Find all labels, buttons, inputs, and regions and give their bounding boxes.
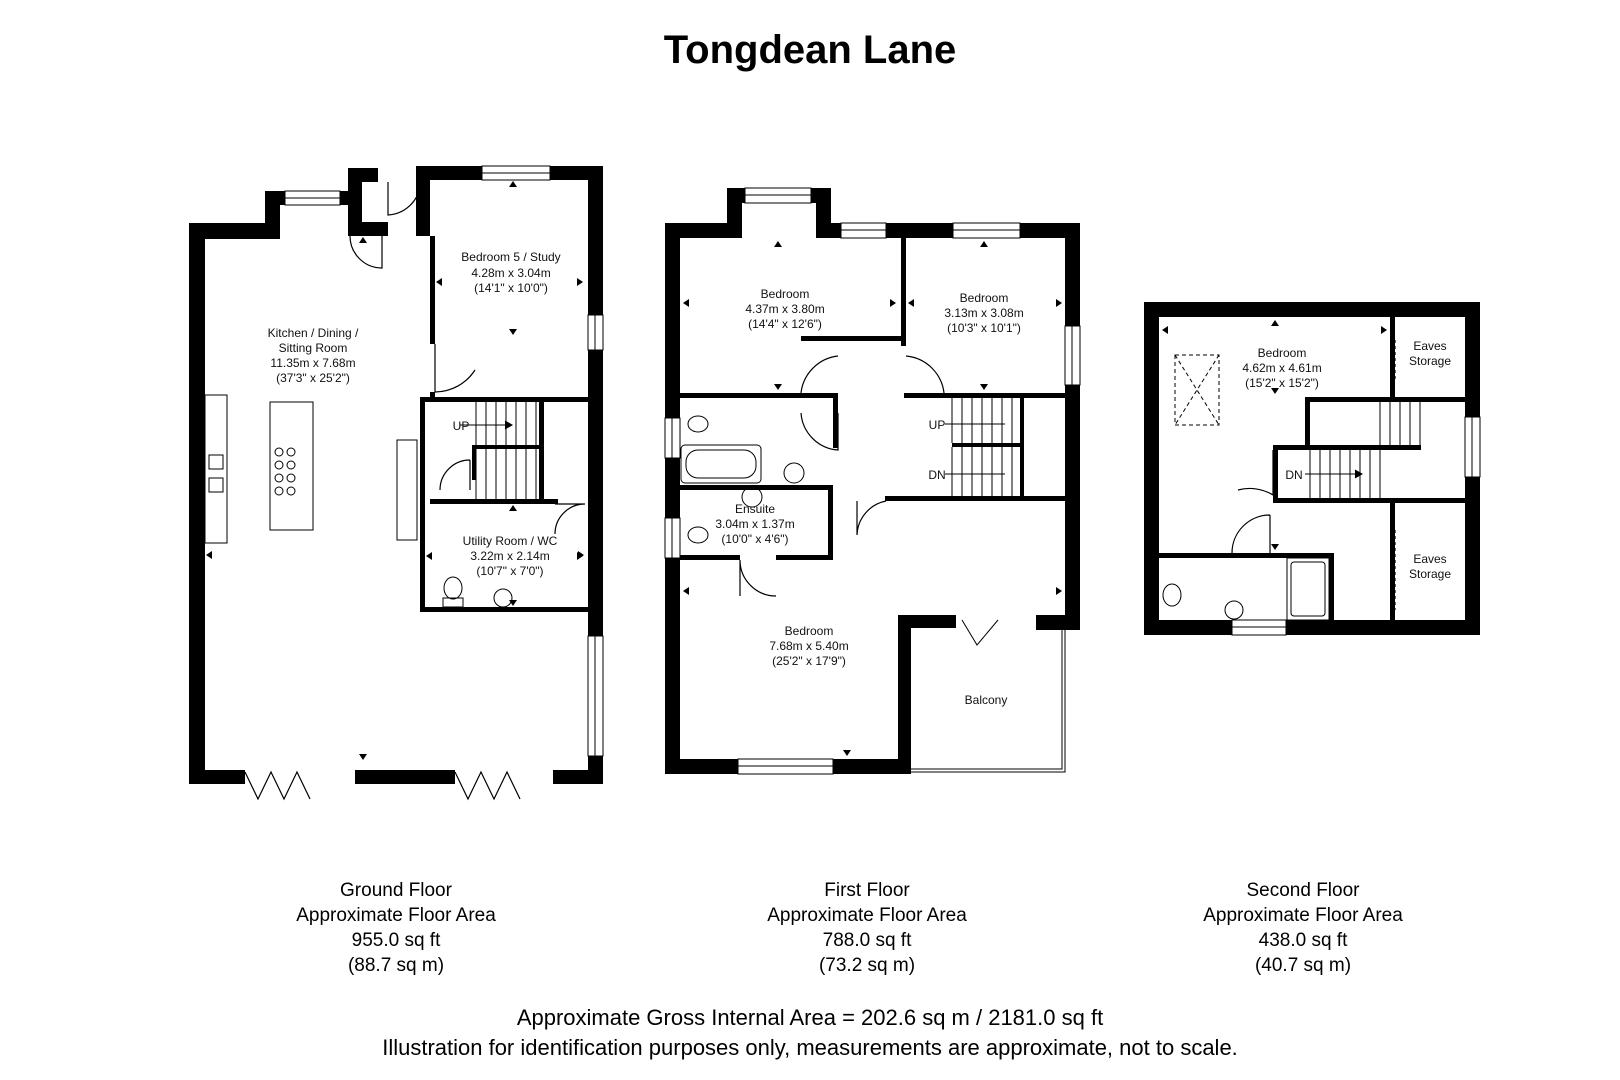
room-label-line: (25'2" x 17'9") [772,654,846,668]
second-floor-interior-walls [1159,317,1465,620]
room-label-line: Bedroom 5 / Study [461,250,560,264]
second-floor-dimension-markers [1162,320,1387,550]
floor-area-label: Approximate Floor Area [1203,905,1403,926]
ground-floor-caption: Ground Floor Approximate Floor Area 955.… [236,878,556,978]
room-label-line: Ensuite [735,502,775,516]
floor-area-label: Approximate Floor Area [296,905,496,926]
stair-label-up: UP [929,418,946,432]
floor-name: Ground Floor [340,880,452,901]
ground-floor-walls [189,166,603,784]
floor-area-sqm: (88.7 sq m) [347,955,445,976]
balcony-outline [911,619,1066,773]
ground-floor-dimension-markers [206,181,584,760]
room-label-line: Storage [1409,354,1451,368]
room-label-line: (10'7" x 7'0") [476,564,543,578]
room-label-line: Sitting Room [279,341,348,355]
first-floor-caption: First Floor Approximate Floor Area 788.0… [707,878,1027,978]
room-label-line: 4.62m x 4.61m [1242,361,1321,375]
first-floor-windows [664,187,1081,775]
first-floor-plan: Bedroom 4.37m x 3.80m (14'4" x 12'6") Be… [664,187,1081,775]
floor-name: Second Floor [1246,880,1360,901]
first-floor-walls [665,188,1080,774]
ground-floor-interior-walls [420,236,588,612]
room-label-line: 4.28m x 3.04m [471,266,550,280]
room-label-line: (37'3" x 25'2") [276,371,350,385]
room-label-line: (14'1" x 10'0") [474,281,548,295]
ground-floor-plan: Kitchen / Dining / Sitting Room 11.35m x… [189,165,604,801]
first-floor-dimension-markers [683,241,1062,756]
stair-label-down: DN [1285,468,1302,482]
room-label-line: (15'2" x 15'2") [1245,376,1319,390]
room-label-line: Eaves [1413,552,1446,566]
first-floor-doors [739,355,945,597]
room-label-line: Balcony [965,693,1008,707]
first-floor-interior-walls [680,238,1065,560]
disclaimer: Illustration for identification purposes… [382,1035,1238,1060]
floor-area-sqft: 438.0 sq ft [1258,930,1348,951]
floor-area-sqm: (40.7 sq m) [1254,955,1352,976]
stair-label-down: DN [928,468,945,482]
room-label-line: Bedroom [960,291,1009,305]
room-label-line: 3.13m x 3.08m [944,306,1023,320]
plan-title: Tongdean Lane [663,28,957,72]
room-label-line: 3.22m x 2.14m [470,549,549,563]
room-label-line: 4.37m x 3.80m [745,302,824,316]
room-label-line: Eaves [1413,339,1446,353]
room-label-line: (10'0" x 4'6") [721,532,788,546]
room-label-line: Storage [1409,567,1451,581]
room-label-line: 3.04m x 1.37m [715,517,794,531]
floor-area-sqm: (73.2 sq m) [818,955,916,976]
room-label-line: 7.68m x 5.40m [769,639,848,653]
second-floor-plan: Bedroom 4.62m x 4.61m (15'2" x 15'2") Ea… [1144,302,1481,636]
ground-floor-stairs [460,402,537,499]
room-label-line: Bedroom [1258,346,1307,360]
skylight [1174,354,1220,426]
ground-floor-kitchen-units [204,394,418,544]
first-floor-stairs [945,398,1013,496]
room-label-line: (10'3" x 10'1") [947,321,1021,335]
room-label-line: Kitchen / Dining / [268,326,359,340]
floor-name: First Floor [824,880,910,901]
room-label-line: 11.35m x 7.68m [270,356,355,370]
gross-internal-area: Approximate Gross Internal Area = 202.6 … [516,1005,1104,1030]
ground-floor-sanitaryware [442,576,513,608]
second-floor-doors [1231,340,1396,610]
ground-floor-doors [349,182,586,535]
floor-area-sqft: 788.0 sq ft [822,930,912,951]
second-floor-stairs [1305,402,1421,498]
second-floor-sanitaryware [1162,557,1330,621]
floor-area-sqft: 955.0 sq ft [351,930,441,951]
second-floor-walls [1144,302,1480,635]
room-label-line: (14'4" x 12'6") [748,317,822,331]
room-label-line: Bedroom [785,624,834,638]
ground-floor-bifold-doors [244,770,521,801]
second-floor-caption: Second Floor Approximate Floor Area 438.… [1143,878,1463,978]
stair-label-up: UP [453,419,470,433]
floor-area-label: Approximate Floor Area [767,905,967,926]
first-floor-sanitaryware [680,415,805,544]
room-label-line: Utility Room / WC [463,534,558,548]
room-label-line: Bedroom [761,287,810,301]
